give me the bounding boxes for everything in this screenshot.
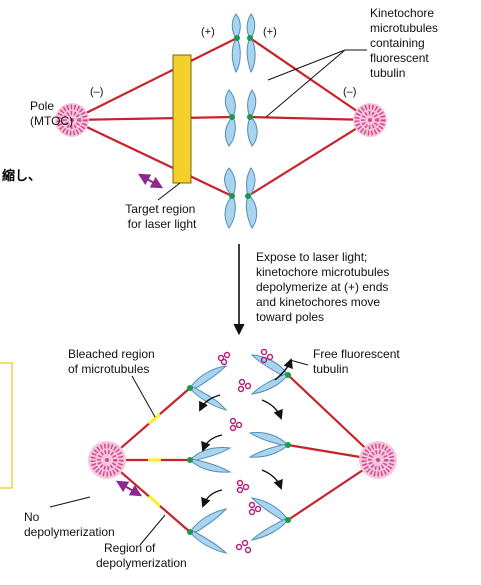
motion-arrow xyxy=(262,400,281,418)
right-pole-icon xyxy=(359,441,397,479)
chromosome xyxy=(187,366,226,410)
minus-sign: (–) xyxy=(343,86,356,98)
pointer-line xyxy=(50,497,90,507)
free-tubulin-cluster xyxy=(238,481,249,493)
kinetochore-mt-label: Kinetochore microtubules containing fluo… xyxy=(370,6,441,80)
right-pole-icon xyxy=(353,103,387,137)
bottom-spindle: Bleached region of microtubules Free flu… xyxy=(24,347,403,570)
top-spindle: (–) (–) (+) (+) Kinetochore microtubules… xyxy=(30,6,441,231)
chromosome xyxy=(250,433,291,458)
chromosome xyxy=(252,355,291,394)
pointer-line xyxy=(268,50,367,80)
chromosome xyxy=(187,509,226,553)
pointer-line xyxy=(132,376,155,417)
free-tubulin-cluster xyxy=(239,380,251,392)
target-region-label: Target region for laser light xyxy=(125,202,198,231)
minus-sign: (–) xyxy=(90,86,103,98)
side-highlight-box xyxy=(0,363,12,488)
chromosome xyxy=(225,168,257,228)
chromosome xyxy=(187,448,230,473)
motion-arrow xyxy=(262,470,281,488)
motion-arrow xyxy=(203,490,222,506)
step-description: Expose to laser light; kinetochore micro… xyxy=(256,250,393,324)
bleached-region xyxy=(149,496,160,506)
region-of-depolymerization-label: Region of depolymerization xyxy=(96,541,187,570)
pointer-line xyxy=(266,50,345,117)
no-depolymerization-label: No depolymerization xyxy=(24,510,115,539)
free-tubulin-cluster xyxy=(219,353,230,365)
plus-sign: (+) xyxy=(263,26,277,38)
pointer-line xyxy=(290,360,308,365)
microtubule xyxy=(72,117,232,120)
pointer-line xyxy=(158,183,180,200)
microtubule xyxy=(248,120,370,196)
pole-distance-arrow xyxy=(140,175,161,187)
left-pole-icon xyxy=(88,441,126,479)
chromosome xyxy=(232,14,255,72)
chromosome xyxy=(252,498,291,540)
free-tubulin-cluster xyxy=(237,541,251,553)
plus-sign: (+) xyxy=(201,26,215,38)
chromosome xyxy=(225,90,257,146)
japanese-fragment: 縮し、 xyxy=(2,168,41,184)
free-tubulin-cluster xyxy=(231,419,242,431)
laser-target-region xyxy=(173,55,191,183)
microtubule xyxy=(72,120,232,196)
microtubule xyxy=(250,117,370,120)
pole-distance-arrow xyxy=(118,482,140,495)
microtubule xyxy=(72,38,237,120)
free-tubulin-label: Free fluorescent tubulin xyxy=(313,347,403,376)
bleached-region-label: Bleached region of microtubules xyxy=(68,347,158,376)
pole-label: Pole (MTOC) xyxy=(30,99,73,128)
